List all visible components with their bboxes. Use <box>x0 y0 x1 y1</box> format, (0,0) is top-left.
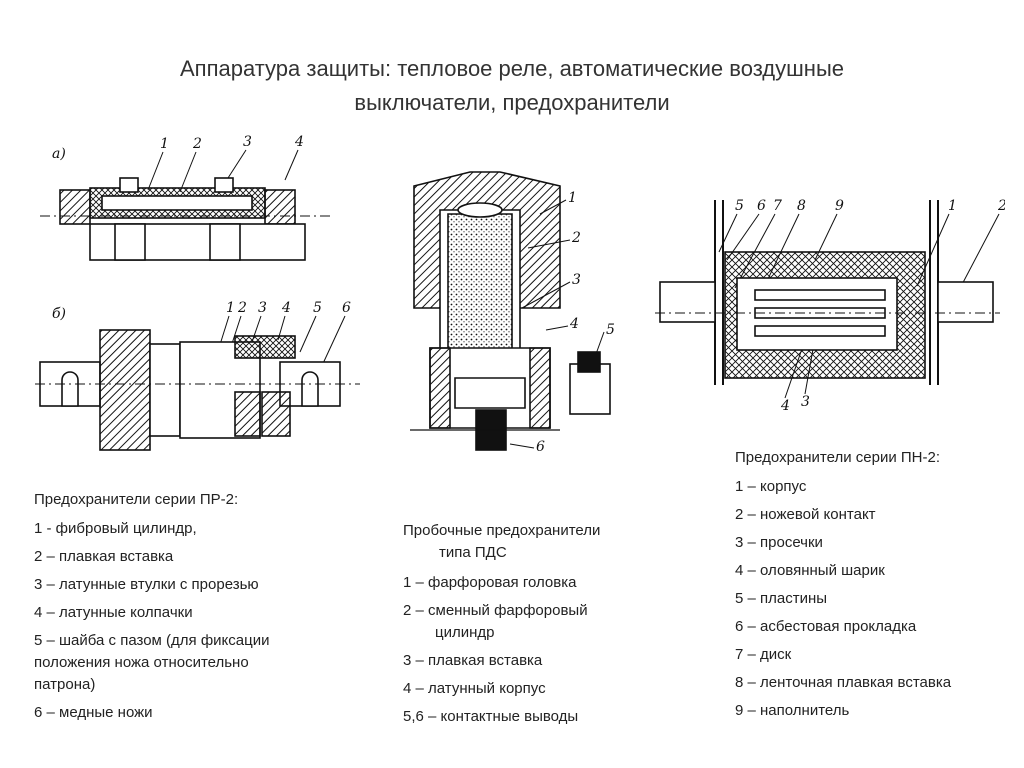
pn2-body <box>655 200 1000 385</box>
label-b: б) <box>52 306 66 322</box>
callout-pn2-9: 9 <box>835 198 844 214</box>
callout-b-3: 3 <box>258 300 267 316</box>
legend-pds-item-3: 3 – плавкая вставка <box>403 652 543 669</box>
callout-pn2-1: 1 <box>948 198 957 214</box>
legend-pr2-item-3: 3 – латунные втулки с прорезью <box>34 576 259 593</box>
legend-pr2: Предохранители серии ПР-2: 1 - фибровый … <box>34 490 374 730</box>
callout-a-3: 3 <box>243 134 252 150</box>
callout-pn2-7: 7 <box>773 198 782 214</box>
legend-pds-item-2-line-1: 2 – сменный фарфоровый <box>403 602 588 619</box>
callout-pn2-3: 3 <box>801 394 810 410</box>
fuse-b-body <box>35 329 360 451</box>
callout-a-1: 1 <box>160 136 169 152</box>
pn2-fuse-drawing: 5 6 7 8 9 1 2 4 3 <box>655 190 1005 420</box>
callout-b-5: 5 <box>313 300 322 316</box>
legend-pn2: Предохранители серии ПН-2: 1 – корпус 2 … <box>735 448 1020 728</box>
legend-pds-item-1: 1 – фарфоровая головка <box>403 574 577 591</box>
callout-b-1: 1 <box>226 300 235 316</box>
legend-pr2-item-4: 4 – латунные колпачки <box>34 604 193 621</box>
legend-pds-item-5: 5,6 – контактные выводы <box>403 708 579 725</box>
callout-pds-2: 2 <box>571 230 581 246</box>
fuse-a-body <box>40 177 330 261</box>
legend-pn2-item-6: 6 – асбестовая прокладка <box>735 618 917 635</box>
callout-a-4: 4 <box>294 134 304 150</box>
legend-pr2-item-5-line-3: патрона) <box>34 676 96 693</box>
legend-pr2-heading: Предохранители серии ПР-2: <box>34 491 239 508</box>
callout-b-4: 4 <box>281 300 291 316</box>
callout-pds-4: 4 <box>569 316 579 332</box>
callout-b-6: 6 <box>342 300 351 316</box>
legend-pn2-item-1: 1 – корпус <box>735 478 807 495</box>
callout-pds-3: 3 <box>572 272 581 288</box>
callout-pn2-6: 6 <box>757 198 766 214</box>
callout-pn2-2: 2 <box>997 198 1005 214</box>
legend-pr2-item-2: 2 – плавкая вставка <box>34 548 174 565</box>
legend-pn2-item-9: 9 – наполнитель <box>735 702 850 719</box>
title-line-1: Аппаратура защиты: тепловое реле, автома… <box>180 56 844 81</box>
callout-pds-5: 5 <box>606 322 615 338</box>
legend-pr2-item-6: 6 – медные ножи <box>34 704 153 721</box>
legend-pn2-item-7: 7 – диск <box>735 646 792 663</box>
legend-pr2-item-1: 1 - фибровый цилиндр, <box>34 520 197 537</box>
leader-lines-a <box>147 149 299 193</box>
legend-pds-heading-2: типа ПДС <box>439 544 507 561</box>
legend-pn2-item-8: 8 – ленточная плавкая вставка <box>735 674 952 691</box>
legend-pr2-item-5-line-2: положения ножа относительно <box>34 654 249 671</box>
legend-pds-item-4: 4 – латунный корпус <box>403 680 546 697</box>
legend-pds-item-2: 2 – сменный фарфоровый цилиндр <box>403 600 673 644</box>
legend-pn2-item-2: 2 – ножевой контакт <box>735 506 876 523</box>
legend-pds-heading-1: Пробочные предохранители <box>403 522 601 539</box>
callout-pn2-8: 8 <box>797 198 806 214</box>
callout-pds-6: 6 <box>536 439 545 455</box>
pn2-callouts-bottom: 4 3 <box>780 394 810 414</box>
title-line-2: выключатели, предохранители <box>354 90 670 115</box>
pds-drawing-svg: 1 2 3 4 5 6 <box>410 171 615 455</box>
legend-pr2-item-5-line-1: 5 – шайба с пазом (для фиксации <box>34 632 270 649</box>
pds-callouts: 1 2 3 4 5 6 <box>536 190 615 455</box>
pn2-callouts-top: 5 6 7 8 9 1 2 <box>735 198 1005 214</box>
legend-pds-item-2-line-2: цилиндр <box>435 624 495 641</box>
legend-pn2-heading: Предохранители серии ПН-2: <box>735 449 940 466</box>
callouts-b: 1 2 3 4 5 6 <box>226 300 351 316</box>
pr2-drawing-svg: а) 1 2 3 4 б) 1 2 <box>35 134 360 451</box>
pn2-drawing-svg: 5 6 7 8 9 1 2 4 3 <box>655 198 1005 414</box>
callout-pn2-5: 5 <box>735 198 744 214</box>
page-title: Аппаратура защиты: тепловое реле, автома… <box>0 52 1024 120</box>
callout-b-2: 2 <box>237 300 247 316</box>
legend-pn2-item-4: 4 – оловянный шарик <box>735 562 885 579</box>
pr2-fuse-drawing: а) 1 2 3 4 б) 1 2 <box>30 130 370 460</box>
legend-pr2-item-5: 5 – шайба с пазом (для фиксации положени… <box>34 630 374 696</box>
callouts-a: 1 2 3 4 <box>160 134 304 152</box>
legend-pn2-item-3: 3 – просечки <box>735 534 823 551</box>
callout-pds-1: 1 <box>568 190 577 206</box>
callout-a-2: 2 <box>192 136 202 152</box>
callout-pn2-4: 4 <box>780 398 790 414</box>
legend-pds: Пробочные предохранители типа ПДС 1 – фа… <box>403 520 673 734</box>
pds-fuse-drawing: 1 2 3 4 5 6 <box>400 168 640 468</box>
legend-pn2-item-5: 5 – пластины <box>735 590 828 607</box>
label-a: а) <box>52 146 66 162</box>
pds-body <box>410 171 611 451</box>
